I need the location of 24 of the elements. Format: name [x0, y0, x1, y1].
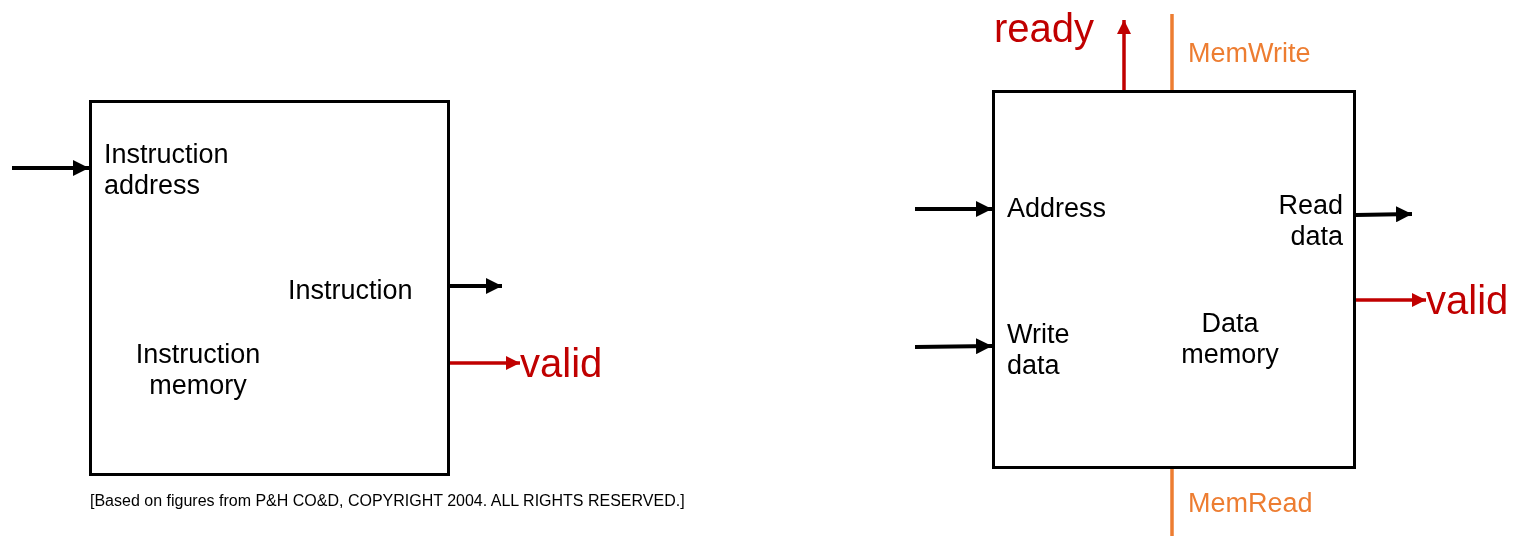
block-label: Instruction memory: [134, 339, 262, 401]
signal-label: valid: [1426, 282, 1509, 318]
port-label: Instruction: [288, 275, 414, 306]
signal-line: [1170, 14, 1174, 90]
arrow: [12, 160, 89, 176]
edge-label: MemRead: [1188, 488, 1313, 518]
signal-line: [1170, 469, 1174, 536]
memory-block: [89, 100, 450, 476]
edge-label: MemWrite: [1188, 38, 1311, 68]
arrow: [450, 278, 502, 294]
arrow: [914, 338, 993, 355]
arrow: [1117, 20, 1131, 90]
block-label: Data memory: [1180, 308, 1280, 370]
caption: [Based on figures from P&H CO&D, COPYRIGHT 2004. ALL RIGHTS RESERVED.]: [90, 492, 685, 510]
arrow: [1356, 293, 1426, 307]
arrow: [450, 356, 520, 370]
port-label: Write data: [1007, 319, 1071, 381]
port-label: Read data: [1277, 190, 1343, 252]
memory-block: [992, 90, 1356, 469]
arrow: [915, 201, 992, 217]
port-label: Address: [1007, 193, 1108, 224]
port-label: Instruction address: [104, 139, 230, 201]
arrow: [1355, 206, 1413, 223]
signal-label: valid: [520, 345, 603, 381]
